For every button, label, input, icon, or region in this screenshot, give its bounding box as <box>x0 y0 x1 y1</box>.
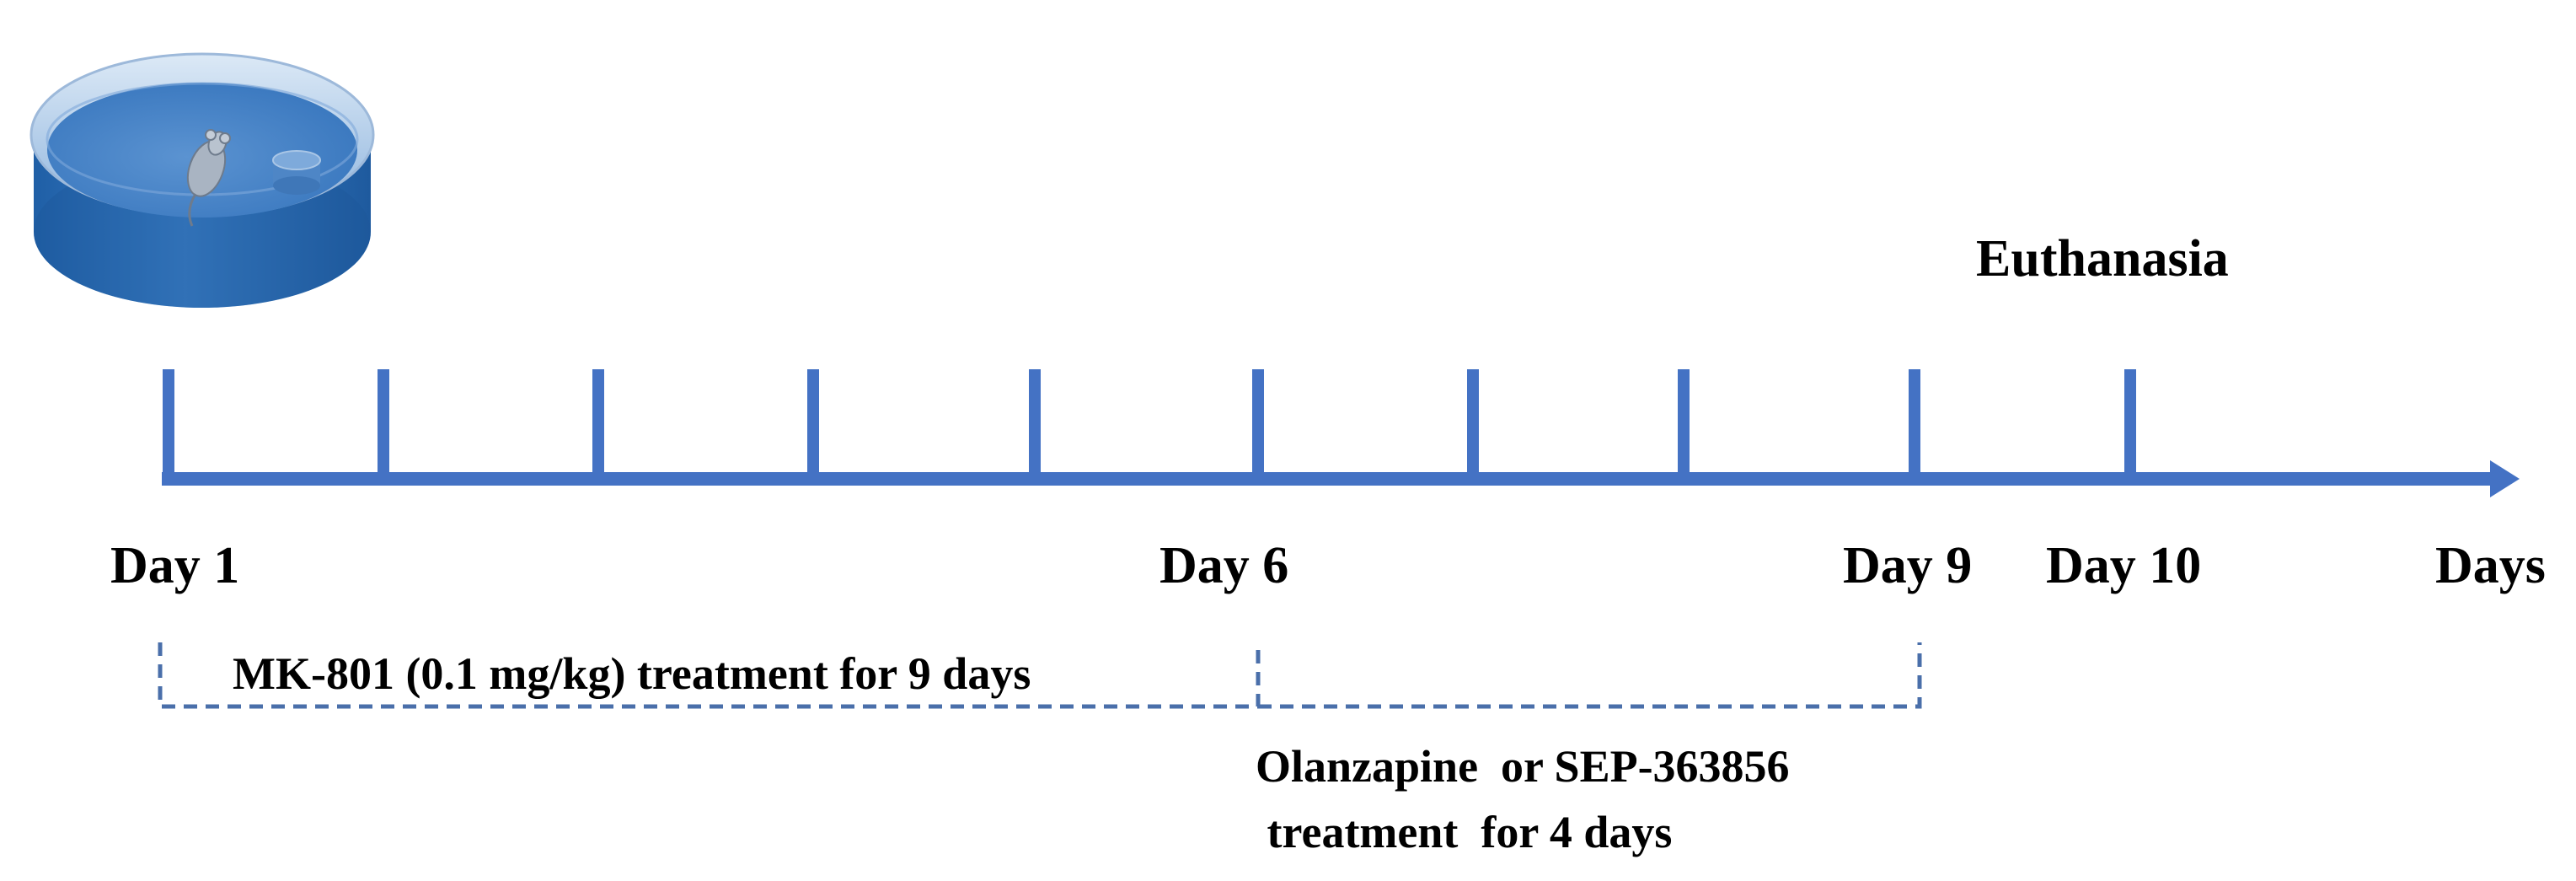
day-9-label: Day 9 <box>1843 537 1973 594</box>
days-axis-label: Days <box>2435 537 2546 594</box>
drug-treatment-label-line2: treatment for 4 days <box>1256 807 1673 857</box>
drug-bracket <box>1258 642 1922 709</box>
mk801-treatment-label: MK-801 (0.1 mg/kg) treatment for 9 days <box>233 648 1031 699</box>
mk801-bracket <box>158 642 1261 709</box>
mouse-icon <box>186 129 231 227</box>
day-6-label: Day 6 <box>1159 537 1289 594</box>
platform-icon <box>272 150 321 195</box>
day-10-label: Day 10 <box>2046 537 2202 594</box>
drug-treatment-label-line1: Olanzapine or SEP-363856 <box>1256 741 1790 792</box>
day-1-label: Day 1 <box>110 537 240 594</box>
axis-arrowhead <box>2490 460 2520 497</box>
water-maze-dish-icon <box>29 52 375 308</box>
euthanasia-label: Euthanasia <box>1976 230 2229 287</box>
